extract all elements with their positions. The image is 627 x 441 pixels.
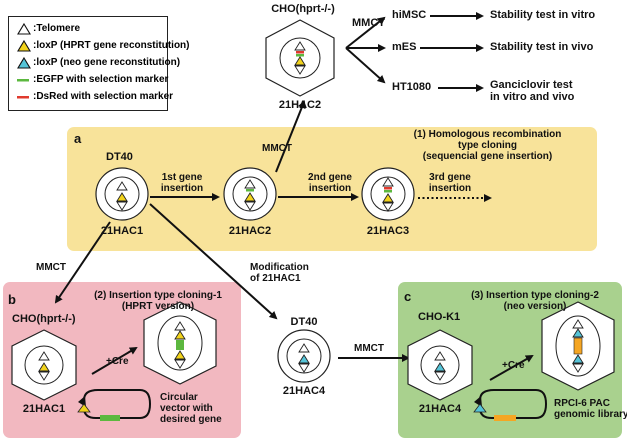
top-cho-label: CHO(hprt-/-): [271, 3, 335, 15]
panel-b-vector-line2: vector with: [160, 403, 213, 414]
panel-a-cell-21hac3: 21HAC3: [366, 225, 410, 237]
panel-c-host: CHO-K1: [418, 311, 461, 323]
middle-mmct-left: MMCT: [36, 262, 66, 273]
result-ht1080-line2: in vitro and vivo: [490, 91, 575, 103]
arrow-b-cre: [91, 346, 138, 375]
hexagon-cell-c-21hac4: [407, 329, 473, 401]
pac-vector-icon: [473, 389, 548, 421]
result-mes: Stability test in vivo: [490, 41, 594, 53]
panel-a-step2-line1: 2nd gene: [308, 172, 352, 183]
telomere-triangle-icon: [17, 22, 31, 35]
panel-b-title-line2: (HPRT version): [121, 301, 195, 312]
cell-21hac3-dt40: [361, 167, 415, 221]
legend-label-loxp-neo: :loxP (neo gene reconstitution): [33, 57, 181, 68]
middle-modification-line1: Modification: [250, 262, 309, 273]
panel-a-host: DT40: [106, 151, 133, 163]
middle-modification-line2: of 21HAC1: [250, 273, 301, 284]
arrow-to-himsc: [345, 16, 386, 49]
panel-a-title-line2: type cloning: [458, 140, 517, 151]
panel-c-cre: +Cre: [502, 360, 525, 371]
red-bar-icon: [17, 96, 29, 99]
legend-label-loxp-hprt: :loxP (HPRT gene reconstitution): [33, 40, 190, 51]
target-mes: mES: [392, 41, 417, 53]
legend-label-dsred: :DsRed with selection marker: [33, 91, 174, 102]
panel-c-cell: 21HAC4: [418, 403, 462, 415]
panel-c-library-line2: genomic library: [554, 409, 627, 420]
panel-a-mmct-up: MMCT: [262, 143, 292, 154]
legend-box: :Telomere :loxP (HPRT gene reconstitutio…: [8, 16, 190, 111]
panel-b-cell: 21HAC1: [22, 403, 66, 415]
cell-21hac2-dt40: [223, 167, 277, 221]
panel-b-vector-line3: desired gene: [160, 414, 222, 425]
cyan-triangle-icon: [17, 56, 31, 69]
panel-a-step1-line1: 1st gene: [161, 172, 203, 183]
yellow-triangle-icon: [17, 39, 31, 52]
panel-c-title-line2: (neo version): [503, 301, 567, 312]
result-himsc: Stability test in vitro: [490, 9, 596, 21]
panel-a-background: [67, 127, 597, 251]
panel-a-step1-line2: insertion: [160, 183, 204, 194]
chromosome-21hac2-top: [294, 41, 306, 75]
legend-label-egfp: :EGFP with selection marker: [33, 74, 169, 85]
hexagon-cell-b-result: [143, 301, 217, 385]
panel-c-letter: c: [404, 289, 412, 304]
panel-a-title-line3: (sequencial gene insertion): [422, 151, 553, 162]
arrow-mmct-up: [275, 100, 306, 173]
cell-21hac4-dt40: [277, 329, 331, 383]
legend-label-telomere: :Telomere: [33, 23, 81, 34]
arrow-c-cre: [489, 355, 534, 381]
panel-b-letter: b: [8, 292, 16, 307]
panel-a-letter: a: [74, 131, 82, 146]
panel-a-cell-21hac2: 21HAC2: [228, 225, 272, 237]
panel-a-title-line1: (1) Homologous recombination: [413, 129, 562, 140]
hexagon-cell-c-result: [541, 301, 615, 391]
panel-b-host: CHO(hprt-/-): [12, 313, 76, 325]
arrow-to-ht1080: [345, 47, 386, 84]
panel-c-library-line1: RPCI-6 PAC: [554, 398, 610, 409]
green-bar-icon: [17, 79, 29, 82]
middle-cell: 21HAC4: [282, 385, 326, 397]
panel-b-cre: +Cre: [106, 356, 129, 367]
middle-host: DT40: [290, 316, 318, 328]
panel-b-title-line1: (2) Insertion type cloning-1: [94, 290, 222, 301]
target-himsc: hiMSC: [392, 9, 427, 21]
target-ht1080: HT1080: [392, 81, 432, 93]
panel-a-step3-line2: insertion: [428, 183, 472, 194]
arrow-mmct-to-b: [54, 221, 111, 304]
panel-a-step2-line2: insertion: [308, 183, 352, 194]
panel-c-title-line1: (3) Insertion type cloning-2: [471, 290, 599, 301]
circular-vector-icon: [77, 389, 152, 421]
top-cell-label: 21HAC2: [278, 99, 322, 111]
top-mmct-label: MMCT: [352, 17, 385, 29]
result-ht1080-line1: Ganciclovir test: [490, 79, 573, 91]
panel-a-step3-line1: 3rd gene: [429, 172, 471, 183]
arrow-modification: [149, 203, 278, 320]
middle-mmct-right: MMCT: [354, 343, 384, 354]
panel-b-vector-line1: Circular: [160, 392, 198, 403]
cell-21hac1-dt40: [95, 167, 149, 221]
hexagon-cell-b-21hac1: [11, 329, 77, 401]
panel-a-cell-21hac1: 21HAC1: [100, 225, 144, 237]
